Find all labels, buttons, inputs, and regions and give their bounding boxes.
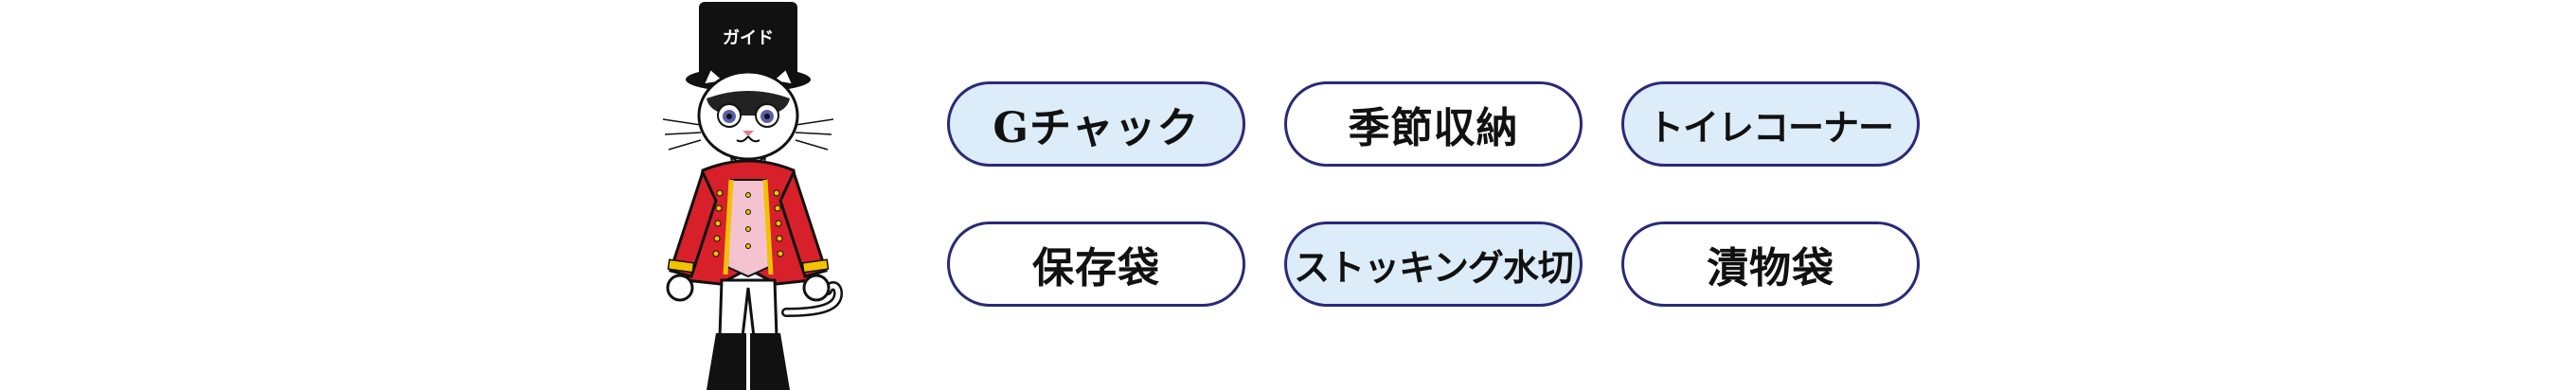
storage-bag-button[interactable]: 保存袋 xyxy=(947,222,1245,307)
pickle-bag-button[interactable]: 漬物袋 xyxy=(1621,222,1920,307)
hat-label: ガイド xyxy=(723,28,774,48)
seasonal-storage-button[interactable]: 季節収納 xyxy=(1284,81,1583,167)
cat-guide-mascot: ガイド xyxy=(644,0,852,390)
g-chuck-button[interactable]: Gチャック xyxy=(947,81,1245,167)
toilet-corner-button[interactable]: トイレコーナー xyxy=(1621,81,1920,167)
cat-guide-illustration: ガイド xyxy=(662,2,844,390)
category-button-grid: Gチャック 季節収納 トイレコーナー 保存袋 ストッキング水切 漬物袋 xyxy=(947,81,1951,318)
stocking-drain-button[interactable]: ストッキング水切 xyxy=(1284,222,1583,307)
